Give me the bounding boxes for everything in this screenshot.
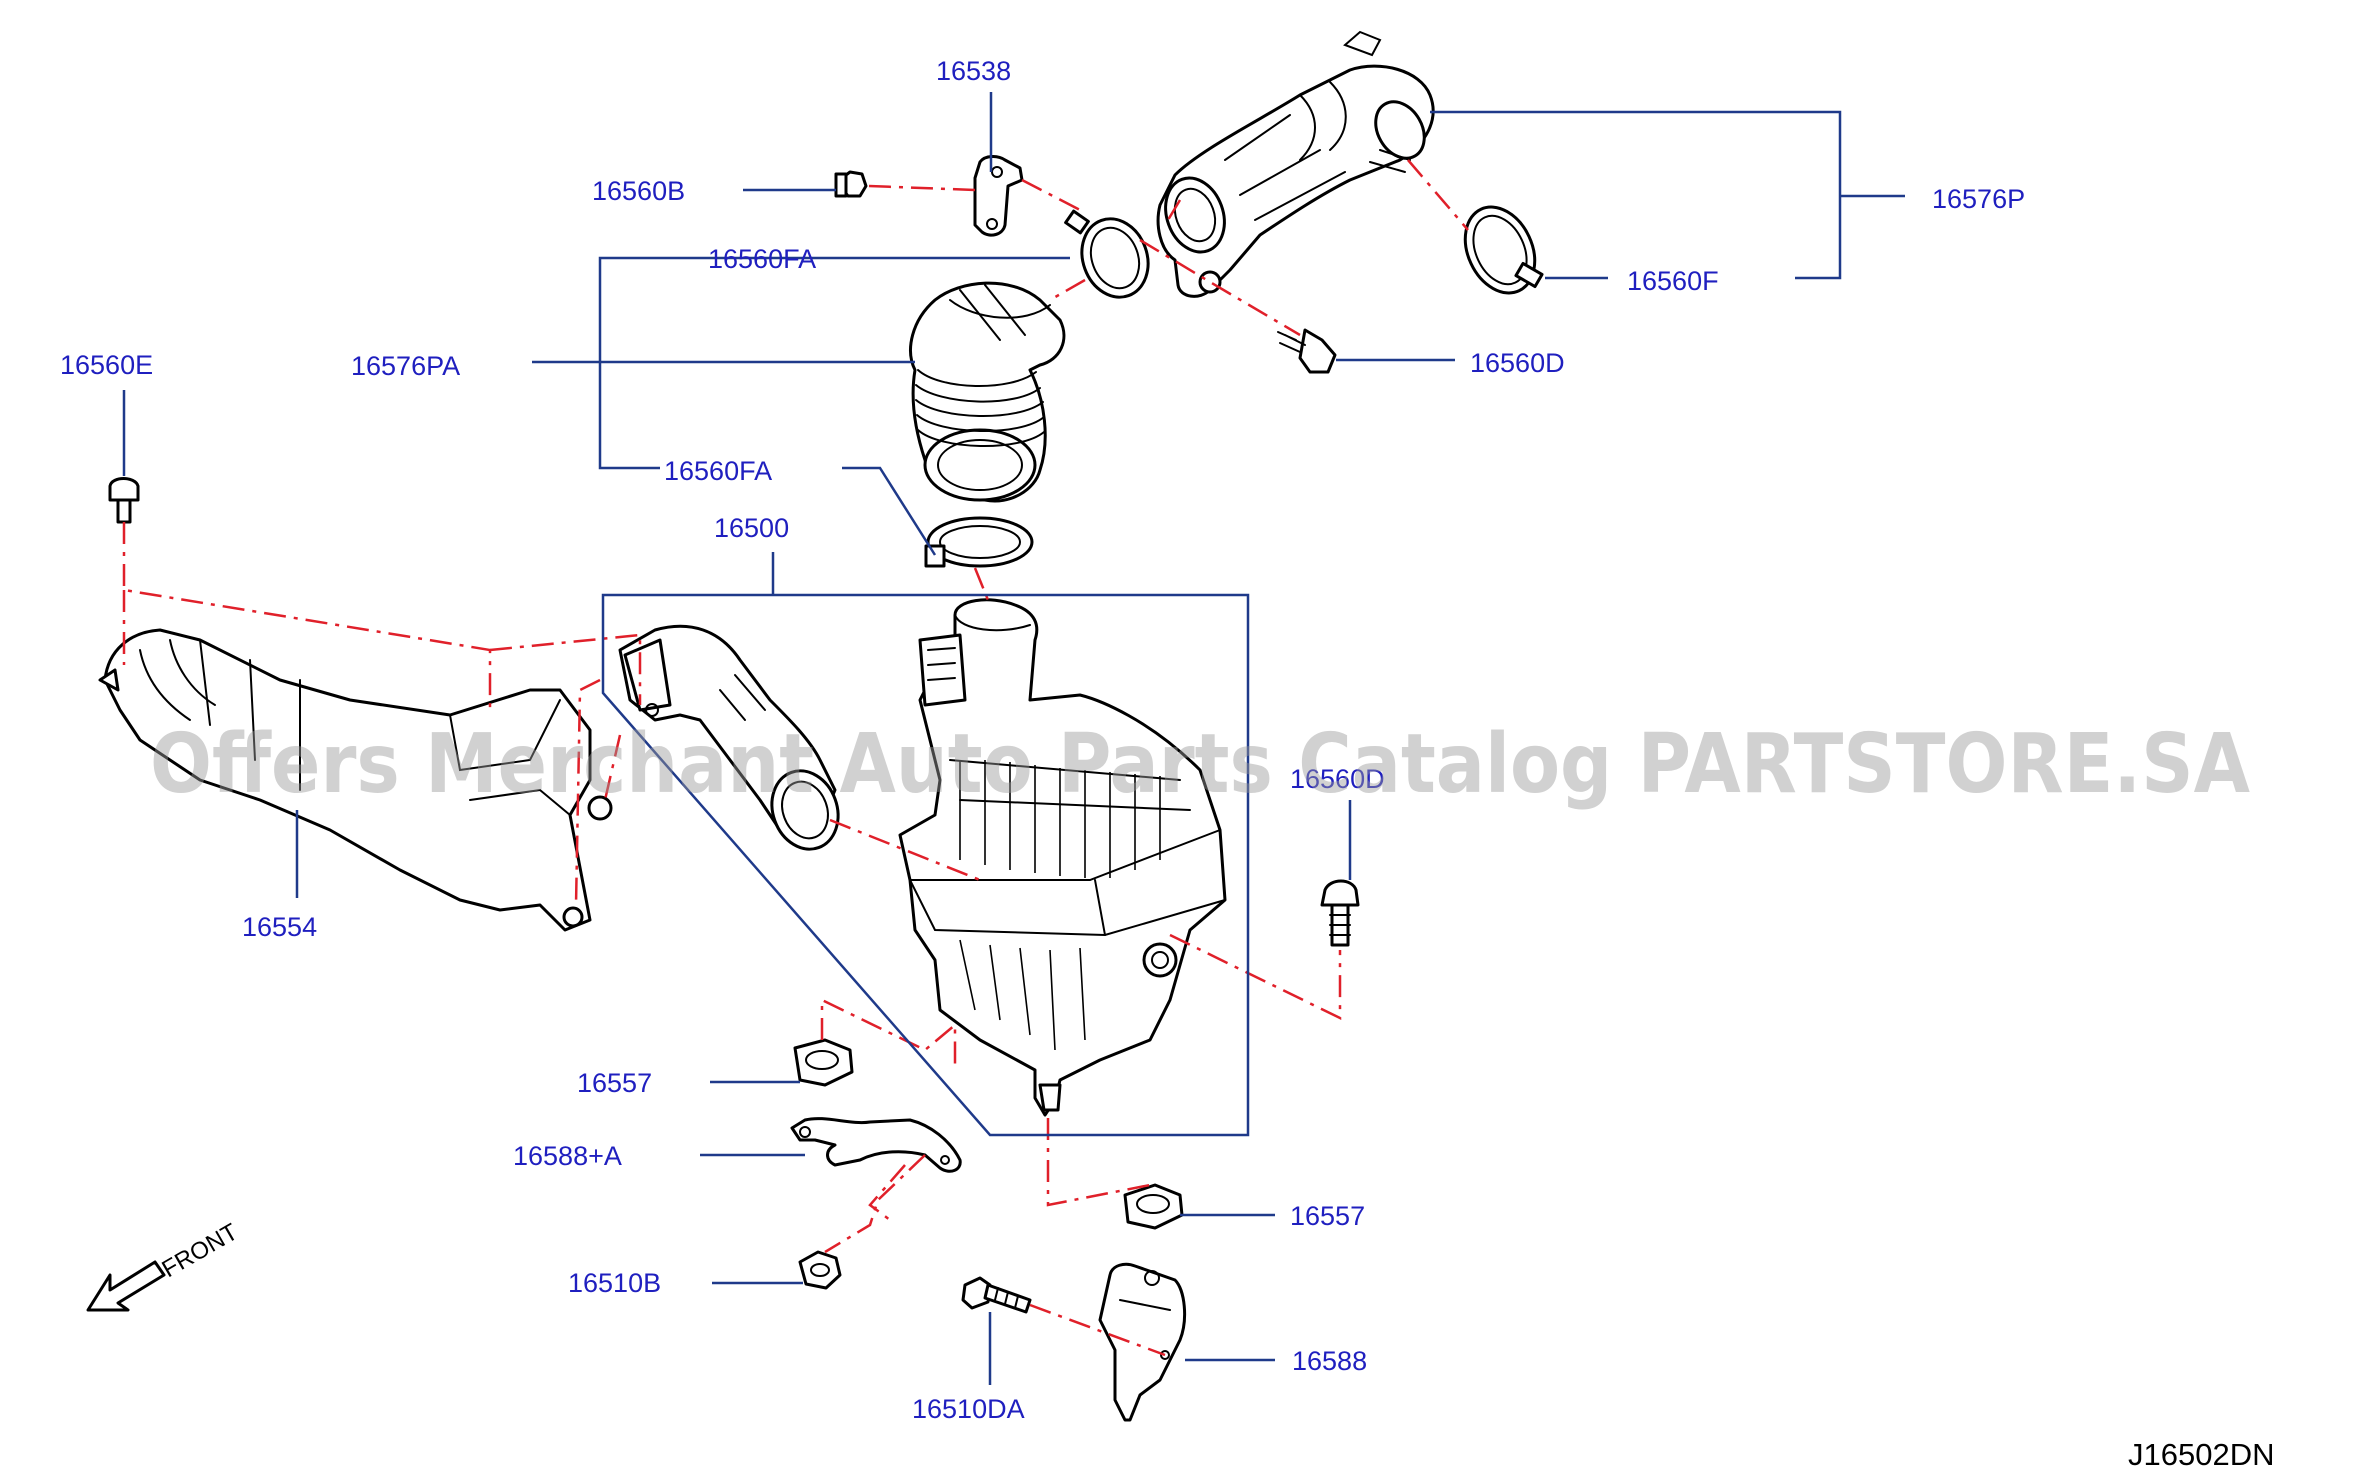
label-16557-right[interactable]: 16557 (1290, 1201, 1365, 1231)
label-16510DA[interactable]: 16510DA (912, 1394, 1025, 1424)
label-16588A[interactable]: 16588+A (513, 1141, 622, 1171)
grommet-16557-right (1123, 1183, 1184, 1230)
label-16560E[interactable]: 16560E (60, 350, 153, 380)
watermark: Offers Merchant Auto Parts Catalog PARTS… (150, 717, 2250, 812)
grommet-16557-left (793, 1038, 854, 1087)
label-16560FA-top[interactable]: 16560FA (708, 244, 816, 274)
diagram-code: J16502DN (2128, 1437, 2274, 1472)
label-16500[interactable]: 16500 (714, 513, 789, 543)
front-label: FRONT (158, 1218, 243, 1283)
label-16560B[interactable]: 16560B (592, 176, 685, 206)
nut-16560B (834, 170, 868, 198)
hose-clamp-16560FA-top (1064, 209, 1150, 299)
dashed-connectors (122, 159, 1469, 1357)
bracket-16588 (1098, 1262, 1186, 1422)
air-cleaner-16500 (898, 598, 1227, 1117)
bellows-hose-16576PA (909, 281, 1066, 503)
hose-clamp-16560F (1463, 205, 1544, 295)
front-arrow-icon (86, 1260, 166, 1312)
label-16560D-top[interactable]: 16560D (1470, 348, 1565, 378)
label-16560F[interactable]: 16560F (1627, 266, 1719, 296)
clip-16560D-top (1277, 328, 1337, 374)
clip-16560E (108, 477, 140, 524)
label-16557-left[interactable]: 16557 (577, 1068, 652, 1098)
label-16560D-right[interactable]: 16560D (1290, 764, 1385, 794)
air-duct-inlet-16554 (98, 628, 613, 932)
label-16576P[interactable]: 16576P (1932, 184, 2025, 214)
label-16560FA-bottom[interactable]: 16560FA (664, 456, 772, 486)
air-duct-upper-16576P (1156, 30, 1435, 298)
label-16576PA[interactable]: 16576PA (351, 351, 460, 381)
bracket-16538 (973, 155, 1024, 237)
hose-clamp-16560FA-bottom (924, 516, 1034, 568)
clip-16560D-right (1320, 879, 1360, 947)
label-16554[interactable]: 16554 (242, 912, 317, 942)
bracket-16588A (790, 1117, 962, 1173)
label-16538[interactable]: 16538 (936, 56, 1011, 86)
label-16510B[interactable]: 16510B (568, 1268, 661, 1298)
resonator-elbow (618, 624, 840, 851)
bolt-16510B (798, 1250, 842, 1290)
label-16588[interactable]: 16588 (1292, 1346, 1367, 1376)
leader-lines (122, 92, 1905, 1385)
bolt-16510DA (961, 1276, 1032, 1314)
